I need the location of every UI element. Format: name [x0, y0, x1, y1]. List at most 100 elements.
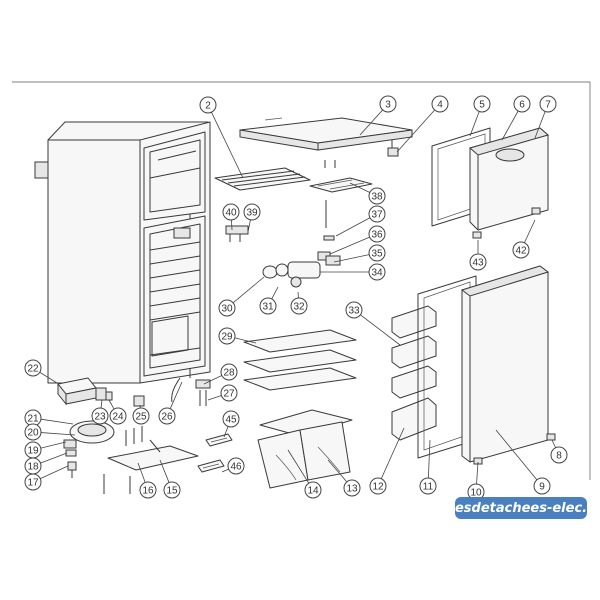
callout-13: 13 — [343, 479, 361, 497]
callout-circle-23 — [91, 407, 109, 425]
callout-circle-3 — [379, 95, 397, 113]
callout-number-32: 32 — [293, 302, 305, 313]
callout-leader-33 — [360, 314, 401, 346]
callout-7: 7 — [539, 95, 557, 113]
callout-12: 12 — [369, 477, 387, 495]
relay-23-24-25 — [95, 387, 145, 407]
lamp-screws — [324, 160, 336, 168]
callout-26: 26 — [158, 407, 176, 425]
callout-circle-4 — [431, 95, 449, 113]
callout-leader-20 — [40, 432, 76, 436]
callout-5: 5 — [473, 95, 491, 113]
crisper-cover — [259, 409, 353, 437]
freezer-door — [468, 127, 550, 231]
callout-circle-43 — [469, 253, 487, 271]
callout-leader-37 — [335, 217, 371, 237]
callout-4: 4 — [431, 95, 449, 113]
callout-circle-11 — [419, 477, 437, 495]
callout-leader-4 — [396, 109, 435, 153]
thermostat-parts — [262, 200, 341, 288]
freezer-shelf-grid — [214, 167, 311, 191]
cabinet-label-plate — [34, 161, 49, 179]
callout-29: 29 — [218, 327, 236, 345]
callout-number-16: 16 — [142, 486, 154, 497]
callout-leader-42 — [524, 219, 536, 243]
callout-28: 28 — [220, 363, 238, 381]
callout-number-5: 5 — [479, 100, 485, 111]
callout-circle-24 — [109, 407, 127, 425]
callout-number-13: 13 — [346, 484, 358, 495]
callout-circle-40 — [222, 203, 240, 221]
compressor-assembly — [63, 420, 115, 478]
callout-number-29: 29 — [221, 332, 233, 343]
drain-pipe-26 — [171, 377, 181, 403]
callout-number-17: 17 — [27, 478, 39, 489]
callout-11: 11 — [419, 477, 437, 495]
callout-24: 24 — [109, 407, 127, 425]
callout-leader-12 — [380, 427, 405, 479]
callout-16: 16 — [139, 481, 157, 499]
callout-leader-15 — [159, 459, 170, 483]
callout-leader-13 — [327, 459, 348, 483]
callout-number-15: 15 — [166, 486, 178, 497]
callout-9: 9 — [533, 477, 551, 495]
callout-circle-33 — [345, 301, 363, 319]
callout-leaders — [39, 109, 556, 485]
callout-number-36: 36 — [371, 230, 383, 241]
callout-40: 40 — [222, 203, 240, 221]
glass-shelves — [243, 329, 357, 391]
callout-circle-5 — [473, 95, 491, 113]
callout-circle-28 — [220, 363, 238, 381]
callout-21: 21 — [24, 409, 42, 427]
callout-circle-38 — [368, 187, 386, 205]
screws-15 — [103, 474, 131, 494]
callout-leader-31 — [271, 286, 279, 300]
callout-circle-32 — [290, 297, 308, 315]
callout-circle-25 — [132, 407, 150, 425]
callout-number-23: 23 — [94, 412, 106, 423]
callout-43: 43 — [469, 253, 487, 271]
callout-circle-20 — [24, 423, 42, 441]
callout-34: 34 — [368, 263, 386, 281]
callout-35: 35 — [368, 244, 386, 262]
callout-number-39: 39 — [246, 208, 258, 219]
thermostat-housing — [173, 227, 191, 239]
callout-38: 38 — [368, 187, 386, 205]
callout-leader-19 — [40, 441, 67, 449]
callout-leader-27 — [207, 395, 222, 401]
callout-leader-40 — [231, 219, 233, 231]
callout-leader-46 — [221, 468, 229, 473]
callout-number-25: 25 — [135, 412, 147, 423]
callout-33: 33 — [345, 301, 363, 319]
callout-leader-7 — [534, 111, 546, 139]
cabinet-side — [47, 139, 141, 384]
callout-3: 3 — [379, 95, 397, 113]
callout-19: 19 — [24, 441, 42, 459]
callout-leader-9 — [495, 429, 538, 481]
hinge-42-43 — [472, 207, 541, 239]
callout-number-35: 35 — [371, 249, 383, 260]
callout-leader-11 — [427, 439, 431, 479]
callout-37: 37 — [368, 205, 386, 223]
callout-leader-10 — [476, 461, 479, 485]
callout-circle-39 — [243, 203, 261, 221]
callout-circle-8 — [550, 446, 568, 464]
bracket-27-28 — [195, 379, 211, 406]
callout-circle-7 — [539, 95, 557, 113]
callout-46: 46 — [227, 457, 245, 475]
callout-circle-9 — [533, 477, 551, 495]
callout-circle-36 — [368, 225, 386, 243]
callout-leader-8 — [551, 439, 556, 448]
callout-number-46: 46 — [230, 462, 242, 473]
callout-circle-27 — [220, 384, 238, 402]
callout-2: 2 — [199, 96, 217, 114]
callout-leader-24 — [108, 399, 115, 410]
callout-circle-46 — [227, 457, 245, 475]
callout-circle-29 — [218, 327, 236, 345]
callout-18: 18 — [24, 457, 42, 475]
callout-leader-22 — [39, 371, 58, 384]
callout-number-42: 42 — [515, 246, 527, 257]
